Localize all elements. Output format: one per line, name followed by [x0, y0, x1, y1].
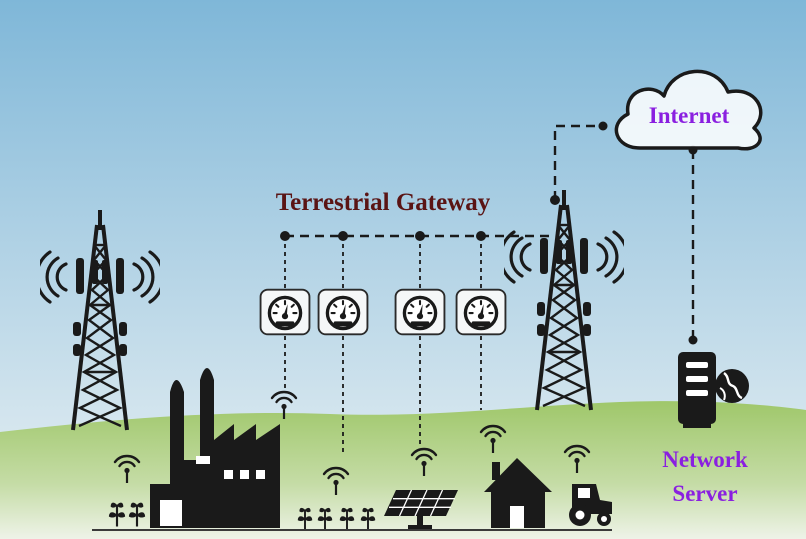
internet-node [598, 121, 608, 131]
server-node [688, 335, 698, 345]
gauge-meter-icon [317, 288, 369, 336]
gateway-to-internet-line [553, 124, 602, 200]
gateway-label: Terrestrial Gateway [276, 189, 491, 216]
bus-node-3 [415, 231, 425, 241]
cloud-icon [614, 69, 763, 151]
bus-node-2 [338, 231, 348, 241]
bus-node-4 [476, 231, 486, 241]
gauge-meter-icon [259, 288, 311, 336]
solar-panel-icon [384, 489, 458, 529]
network-server-label-line2: Server [672, 481, 737, 506]
server-icon [678, 352, 716, 428]
factory-icon [150, 368, 280, 528]
tractor-icon [569, 484, 612, 526]
globe-icon [715, 369, 749, 403]
gauge-meter-icon [394, 288, 446, 336]
uplink-node [550, 195, 560, 205]
house-door [510, 506, 524, 528]
network-server-label-line1: Network [662, 447, 748, 472]
internet-label: Internet [649, 103, 730, 128]
network-nodes [280, 121, 698, 345]
bus-node-1 [280, 231, 290, 241]
factory-windows [160, 456, 265, 526]
house-icon [484, 458, 552, 528]
gauge-meter-icon [455, 288, 507, 336]
